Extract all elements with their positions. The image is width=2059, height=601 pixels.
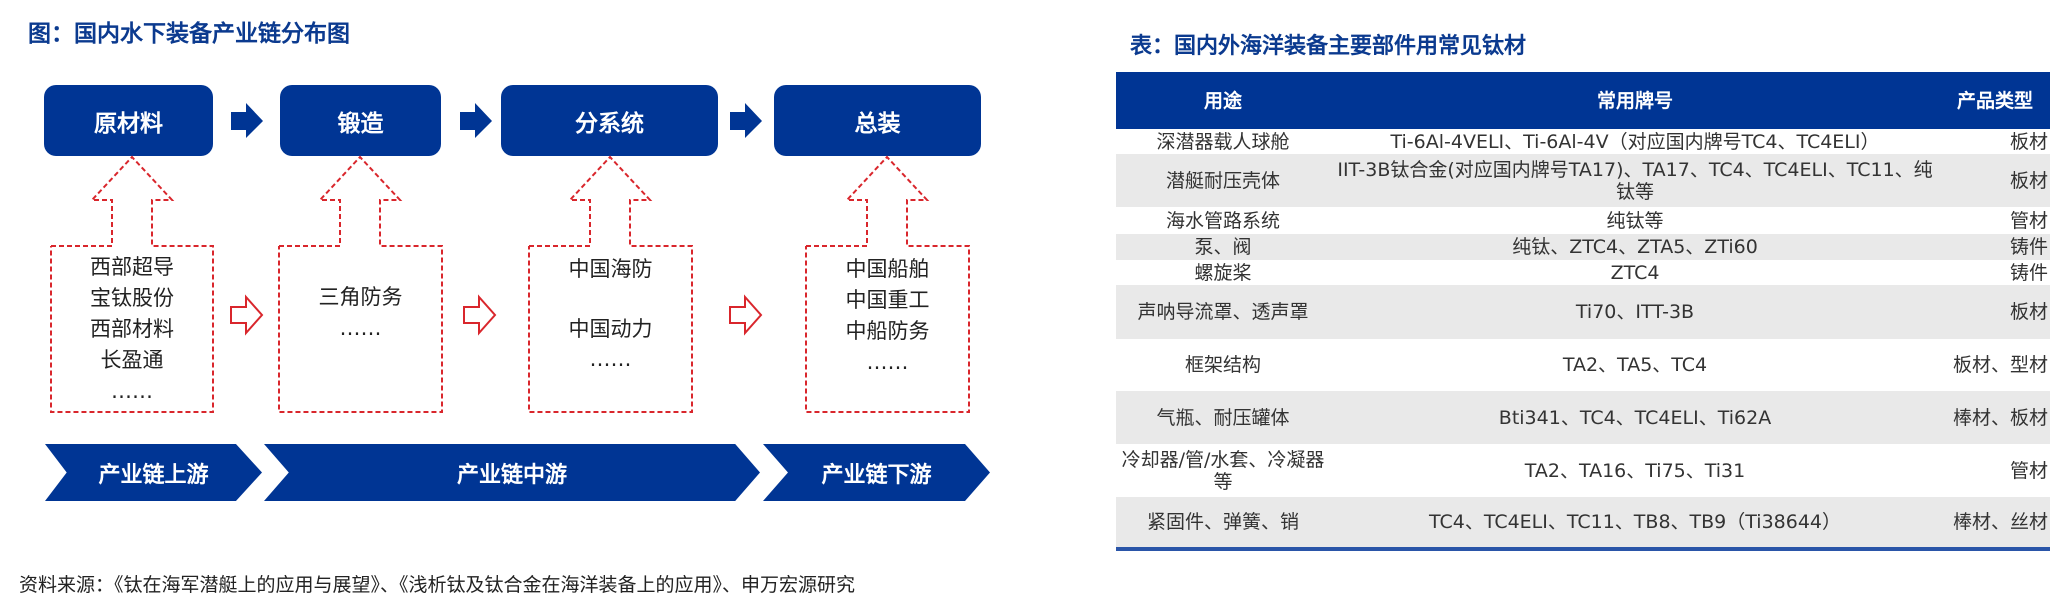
dashed-up-arrows [50, 155, 970, 413]
cell-grade: TA2、TA5、TC4 [1562, 354, 1708, 376]
chain-midstream: 产业链中游 [264, 444, 760, 501]
source-note: 资料来源：《钛在海军潜艇上的应用与展望》、《浅析钛及钛合金在海洋装备上的应用》、… [19, 574, 856, 596]
cell-product-type: 棒材、板材 [1940, 391, 2050, 444]
chain-label: 产业链上游 [98, 462, 209, 488]
table-header: 用途 常用牌号 产品类型 [1116, 72, 2050, 129]
cell-usage: 深潜器载人球舱 [1156, 130, 1290, 153]
cell-grade: Bti341、TC4、TC4ELI、Ti62A [1330, 391, 1940, 444]
stage-subsystem: 分系统 [501, 85, 718, 156]
header-product-type: 产品类型 [1940, 72, 2050, 129]
ellipsis: …… [111, 378, 153, 403]
ellipsis: …… [866, 350, 909, 374]
cell-grade: ZTC4 [1610, 261, 1660, 284]
chain-label: 产业链中游 [456, 462, 567, 488]
header-grade: 常用牌号 [1330, 72, 1940, 129]
company: 西部超导 [90, 254, 174, 279]
table-row: 冷却器/管/水套、冷凝器等 TA2、TA16、Ti75、Ti31 管材 [1116, 444, 2050, 497]
chain-downstream: 产业链下游 [763, 444, 990, 501]
cell-usage: 气瓶、耐压罐体 [1116, 391, 1330, 444]
header-usage: 用途 [1116, 72, 1330, 129]
cell-grade: 纯钛等 [1606, 209, 1664, 232]
titanium-table: 用途 常用牌号 产品类型 深潜器载人球舱 Ti-6Al-4VELI、Ti-6Al-… [1116, 72, 2050, 551]
company: 中国重工 [845, 288, 930, 312]
chain-upstream: 产业链上游 [45, 444, 262, 501]
diagram-arrows [50, 103, 970, 413]
stage-forging: 锻造 [280, 85, 441, 156]
company: 中国动力 [568, 317, 653, 341]
cell-grade: Ti70、ITT-3B [1330, 285, 1940, 339]
stage-raw-materials: 原材料 [44, 85, 213, 156]
table-title: 表：国内外海洋装备主要部件用常见钛材 [1130, 34, 1527, 59]
cell-usage: 声呐导流罩、透声罩 [1116, 285, 1330, 339]
cell-product-type: 板材、型材 [1952, 354, 2048, 376]
cell-usage: 框架结构 [1184, 354, 1261, 376]
company: 中国海防 [568, 257, 653, 281]
assembly-companies: 中国船舶 中国重工 中船防务 …… [806, 246, 969, 412]
blue-arrow-icons [231, 103, 762, 138]
company: 中船防务 [845, 319, 930, 343]
forging-companies: 三角防务 …… [279, 246, 442, 412]
ellipsis: …… [589, 347, 632, 371]
red-outline-arrow-icons [230, 294, 763, 336]
upstream-companies: 西部超导 宝钛股份 西部材料 长盈通 …… [51, 246, 213, 412]
cell-product-type: 铸件 [2009, 261, 2048, 284]
cell-grade: 纯钛、ZTC4、ZTA5、ZTi60 [1330, 234, 1940, 260]
cell-grade: IIT-3B钛合金(对应国内牌号TA17)、TA17、TC4、TC4ELI、TC… [1330, 154, 1940, 207]
cell-product-type: 板材 [2009, 130, 2048, 153]
cell-grade: TC4、TC4ELI、TC11、TB8、TB9（Ti38644） [1330, 497, 1940, 549]
cell-product-type: 管材 [2009, 459, 2048, 482]
cell-product-type: 板材 [1940, 285, 2050, 339]
ellipsis: …… [339, 316, 382, 340]
cell-usage: 潜艇耐压壳体 [1116, 154, 1330, 207]
cell-usage: 海水管路系统 [1165, 209, 1280, 232]
cell-product-type: 铸件 [1940, 234, 2050, 260]
cell-usage: 紧固件、弹簧、销 [1116, 497, 1330, 549]
figure-title: 图：国内水下装备产业链分布图 [28, 21, 350, 47]
company: 三角防务 [318, 285, 403, 309]
cell-product-type: 管材 [2009, 209, 2048, 232]
cell-grade: TA2、TA16、Ti75、Ti31 [1524, 459, 1746, 482]
chain-label: 产业链下游 [821, 462, 932, 488]
cell-usage: 冷却器/管/水套、冷凝器等 [1121, 448, 1325, 493]
stage-assembly: 总装 [774, 85, 981, 156]
subsystem-companies: 中国海防 中国动力 …… [529, 246, 692, 412]
company: 西部材料 [90, 316, 174, 341]
company: 宝钛股份 [90, 285, 174, 310]
company: 长盈通 [100, 347, 164, 372]
table-row: 螺旋桨 ZTC4 铸件 [1116, 260, 2050, 285]
cell-product-type: 棒材、丝材 [1940, 497, 2050, 549]
company: 中国船舶 [845, 257, 930, 281]
cell-usage: 泵、阀 [1116, 234, 1330, 260]
cell-grade: Ti-6Al-4VELI、Ti-6Al-4V（对应国内牌号TC4、TC4ELI） [1390, 130, 1880, 153]
cell-usage: 螺旋桨 [1194, 261, 1252, 284]
cell-product-type: 板材 [1940, 154, 2050, 207]
table-row: 深潜器载人球舱 Ti-6Al-4VELI、Ti-6Al-4V（对应国内牌号TC4、… [1116, 129, 2050, 154]
table-row: 海水管路系统 纯钛等 管材 [1116, 207, 2050, 234]
table-row: 框架结构 TA2、TA5、TC4 板材、型材 [1116, 339, 2050, 391]
